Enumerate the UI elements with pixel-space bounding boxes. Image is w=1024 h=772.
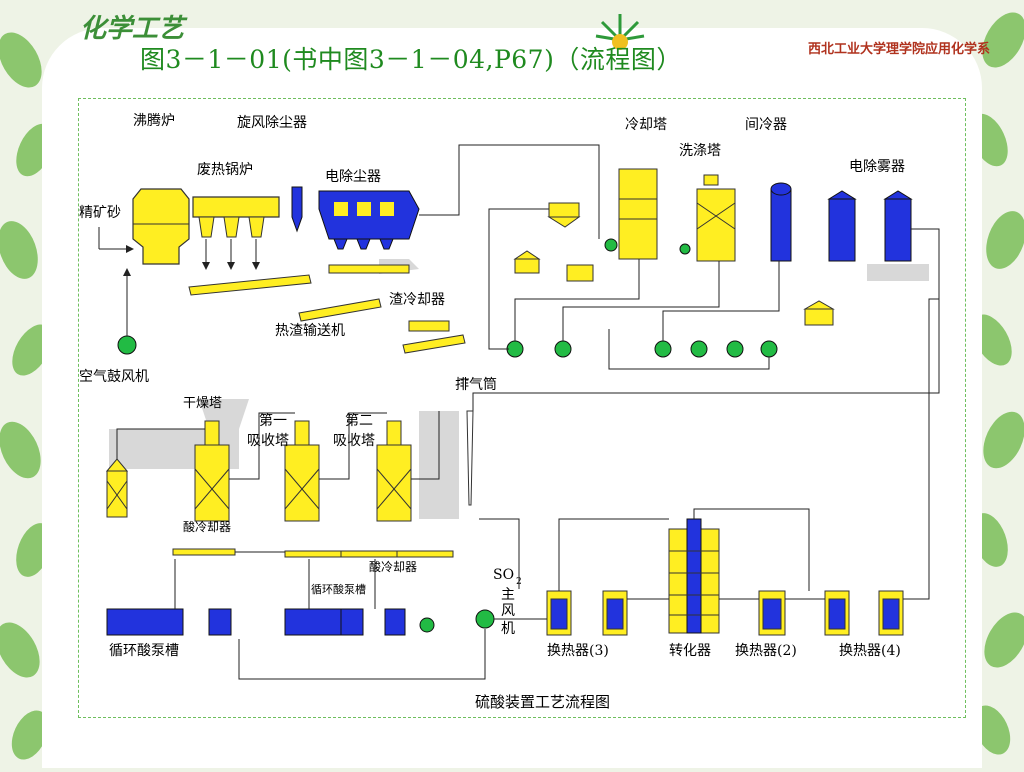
label-first-absorber-2: 吸收塔 xyxy=(247,433,289,449)
acid-pump xyxy=(419,617,435,633)
gas-circulation-pump xyxy=(604,238,618,252)
waste-heat-boiler xyxy=(192,196,280,238)
boiling-furnace xyxy=(132,188,190,265)
purification-pumps xyxy=(506,340,778,358)
label-converter: 转化器 xyxy=(669,643,711,659)
grey-shading xyxy=(109,259,929,519)
heat-exchanger-3 xyxy=(546,590,628,636)
label-cooling-tower: 冷却塔 xyxy=(625,117,667,133)
air-blower-pump xyxy=(117,335,137,355)
course-logo: 化学工艺 xyxy=(80,14,185,44)
air-drying-filter xyxy=(105,458,129,518)
label-intercooler: 间冷器 xyxy=(745,117,787,133)
acid-coolers xyxy=(172,548,454,558)
label-so2-3: 风 xyxy=(501,603,515,619)
electrostatic-precipitator xyxy=(318,190,420,250)
intercooler xyxy=(770,182,792,262)
slag-conveyor-2 xyxy=(298,298,382,322)
label-hex3: 换热器(3) xyxy=(547,642,609,659)
label-esp: 电除尘器 xyxy=(325,169,381,185)
so2-main-blower xyxy=(475,609,495,629)
label-slag-cooler: 渣冷却器 xyxy=(389,292,445,308)
label-first-absorber-1: 第一 xyxy=(259,412,287,429)
cooling-tower xyxy=(618,168,658,260)
label-cyclone: 旋风除尘器 xyxy=(237,115,307,131)
label-second-absorber-2: 吸收塔 xyxy=(333,433,375,449)
school-name: 西北工业大学理学院应用化学系 xyxy=(807,42,990,57)
label-mist-esp: 电除雾器 xyxy=(849,159,905,175)
label-boiling-furnace: 沸腾炉 xyxy=(133,112,175,129)
label-exhaust-stack: 排气筒 xyxy=(455,376,497,393)
page-title: 图3－1－01(书中图3－1－04,P67)（流程图） xyxy=(140,45,682,74)
label-second-absorber-1: 第二 xyxy=(345,412,373,429)
drying-tower xyxy=(194,420,230,522)
label-waste-heat-boiler: 废热锅炉 xyxy=(197,162,253,178)
label-so2-4: 机 xyxy=(501,621,515,637)
leaf-decoration-left xyxy=(0,32,54,760)
label-circ-pump-tank-1: 循环酸泵槽 xyxy=(109,643,179,659)
cyclone-separator xyxy=(291,186,303,233)
circulation-acid-tanks xyxy=(106,608,406,636)
slag-conveyor-1 xyxy=(188,274,312,296)
first-absorber xyxy=(284,420,320,522)
label-so2-1: SO xyxy=(493,567,514,583)
label-hot-slag-conveyor: 热渣输送机 xyxy=(275,323,345,339)
label-hex4: 换热器(4) xyxy=(839,642,901,659)
diagram-frame: 沸腾炉 精矿砂 废热锅炉 旋风除尘器 电除尘器 渣冷却器 热渣输送机 空气鼓风机 xyxy=(78,98,966,718)
exhaust-stack xyxy=(466,410,474,506)
heat-exchanger-4 xyxy=(824,590,904,636)
label-wash-tower: 洗涤塔 xyxy=(679,143,721,159)
heat-exchanger-2 xyxy=(758,590,786,636)
esp-dust-conveyor xyxy=(328,264,410,274)
sun-logo-icon xyxy=(595,14,645,50)
label-circ-pump-tank-2: 循环酸泵槽 xyxy=(311,582,366,596)
label-drying-tower: 干燥塔 xyxy=(183,396,222,411)
mist-esp xyxy=(827,190,913,262)
converter xyxy=(668,518,720,634)
slag-cooler xyxy=(408,320,450,332)
slag-conveyor-3 xyxy=(402,334,466,354)
diagram-caption: 硫酸装置工艺流程图 xyxy=(475,693,610,711)
process-flow-diagram: 沸腾炉 精矿砂 废热锅炉 旋风除尘器 电除尘器 渣冷却器 热渣输送机 空气鼓风机 xyxy=(79,112,940,711)
label-hex2: 换热器(2) xyxy=(735,642,797,659)
leaf-border-left xyxy=(0,0,60,768)
label-acid-cooler-2: 酸冷却器 xyxy=(369,559,417,574)
second-absorber xyxy=(376,420,412,522)
label-so2-2: 主 xyxy=(501,587,515,603)
label-air-blower: 空气鼓风机 xyxy=(79,369,149,385)
label-concentrate: 精矿砂 xyxy=(79,205,121,221)
label-acid-cooler-1: 酸冷却器 xyxy=(183,519,231,534)
